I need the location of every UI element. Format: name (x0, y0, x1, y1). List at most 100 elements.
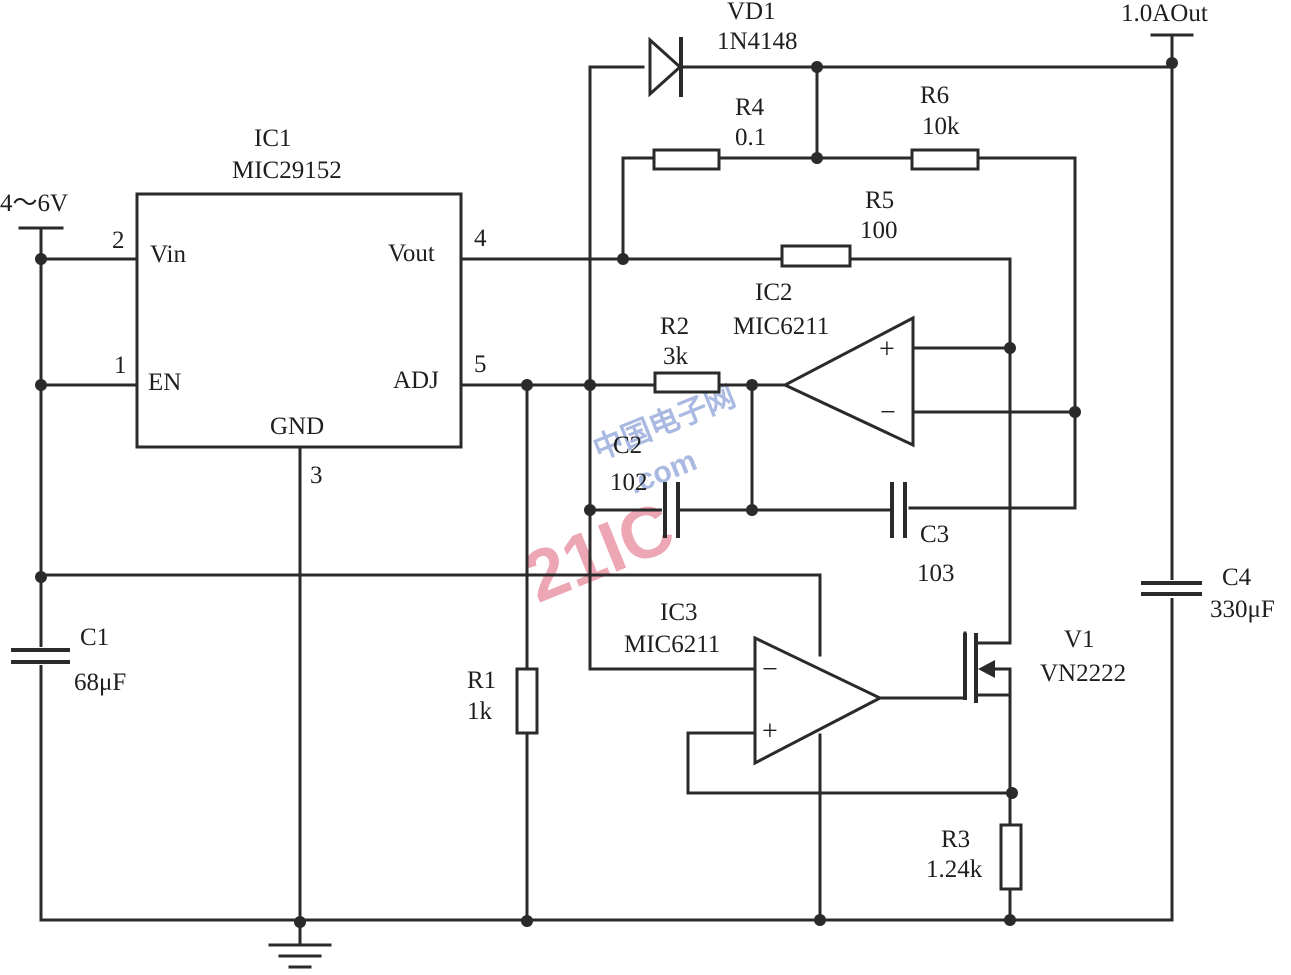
ic3-part: MIC6211 (624, 631, 720, 658)
r5-body (780, 244, 852, 268)
r3-ref: R3 (941, 826, 970, 853)
ic1-pin-gnd-name: GND (270, 413, 324, 440)
c3-value: 103 (917, 560, 955, 587)
ic3-minus-sign: − (762, 654, 778, 685)
junction-dot (1069, 406, 1081, 418)
resistor-r1: R1 1k (467, 667, 539, 735)
ic2-minus-sign: − (880, 397, 896, 428)
vd1-ref: VD1 (727, 0, 776, 25)
wire-r6-right (908, 156, 1077, 510)
watermark: 21IC 中国电子网 .com (514, 380, 740, 618)
ic1-regulator: IC1 MIC29152 2 Vin 1 EN 4 Vout 5 ADJ GND… (112, 125, 487, 489)
ic1-pin-gnd-num: 3 (310, 462, 323, 489)
resistor-r4: R4 0.1 (652, 94, 766, 171)
wire-feedback-bus (588, 65, 757, 671)
ic1-pin-vin-num: 2 (112, 227, 125, 254)
capacitor-c4: C4 330μF (1141, 564, 1275, 623)
opamp-ic3: − + IC3 MIC6211 (624, 599, 884, 766)
junction-dot (811, 152, 823, 164)
output-current-label: 1.0AOut (1121, 0, 1208, 27)
ic1-body (135, 192, 463, 449)
resistor-r5: R5 100 (780, 187, 898, 268)
junction-dot (584, 504, 596, 516)
c1-ref: C1 (80, 624, 109, 651)
junction-dot (617, 253, 629, 265)
wire-ic3-out (878, 631, 967, 700)
junction-dot (35, 571, 47, 583)
r5-value: 100 (860, 217, 898, 244)
input-voltage-label: 4～6V (0, 190, 68, 217)
junction-dot (1006, 787, 1018, 799)
mosfet-v1: V1 VN2222 (963, 626, 1126, 703)
junction-dot (1166, 57, 1178, 69)
r1-body (515, 667, 539, 735)
ic2-body (781, 315, 915, 448)
wire-r5-to-drain (848, 257, 1012, 642)
diode-vd1: VD1 1N4148 (648, 0, 798, 98)
junction-dot (521, 915, 533, 927)
r2-value: 3k (663, 343, 689, 370)
junction-dot (1004, 342, 1016, 354)
r2-ref: R2 (660, 313, 689, 340)
wire-source-bus (998, 667, 1012, 827)
r3-value: 1.24k (926, 856, 983, 883)
capacitor-c3: C3 103 (890, 482, 955, 587)
c2-value: 102 (610, 469, 648, 496)
c1-value: 68μF (74, 669, 126, 696)
ic3-ref: IC3 (660, 599, 698, 626)
wires (18, 33, 1194, 969)
r6-value: 10k (922, 113, 960, 140)
junction-dot (746, 504, 758, 516)
ic3-body (753, 635, 884, 766)
resistor-r3: R3 1.24k (926, 823, 1023, 891)
junction-dot (584, 379, 596, 391)
c4-ref: C4 (1222, 564, 1252, 591)
c3-ref: C3 (920, 521, 949, 548)
r4-body (652, 148, 721, 171)
ic2-ref: IC2 (755, 279, 793, 306)
ic1-pin-vin-name: Vin (150, 241, 186, 268)
capacitor-c2: C2 102 (610, 432, 680, 538)
v1-arrow (978, 660, 995, 678)
r6-body (910, 148, 980, 171)
r2-body (653, 371, 721, 394)
ic1-pin-en-num: 1 (114, 352, 127, 379)
r1-value: 1k (467, 698, 493, 725)
r1-ref: R1 (467, 667, 496, 694)
r5-ref: R5 (865, 187, 894, 214)
ic1-pin-vout-num: 4 (474, 225, 487, 252)
junction-dot (35, 253, 47, 265)
resistor-r2: R2 3k (653, 313, 721, 394)
ground-rail (39, 593, 1174, 922)
diode-vd1-body (648, 36, 683, 98)
junction-dot (521, 379, 533, 391)
vd1-part: 1N4148 (717, 28, 798, 55)
ic1-pin-adj-name: ADJ (393, 367, 439, 394)
c4-value: 330μF (1210, 596, 1275, 623)
ic3-plus-sign: + (762, 716, 778, 747)
r6-ref: R6 (920, 82, 949, 109)
capacitor-c1: C1 68μF (11, 624, 126, 696)
junction-dot (35, 379, 47, 391)
r4-value: 0.1 (735, 124, 766, 151)
ic2-plus-sign: + (879, 334, 895, 365)
junction-dot (294, 916, 306, 928)
opamp-ic2: + − IC2 MIC6211 (733, 279, 915, 448)
junction-dot (814, 914, 826, 926)
ic1-pin-vout-name: Vout (388, 240, 435, 267)
resistor-r6: R6 10k (910, 82, 980, 171)
junction-dot (1004, 914, 1016, 926)
ic1-ref: IC1 (254, 125, 292, 152)
ic2-part: MIC6211 (733, 313, 829, 340)
r3-body (999, 823, 1023, 891)
junctions (35, 57, 1178, 928)
c2-ref: C2 (613, 432, 642, 459)
ic1-pin-en-name: EN (148, 369, 181, 396)
junction-dot (746, 379, 758, 391)
ic1-part: MIC29152 (232, 157, 342, 184)
r4-ref: R4 (735, 94, 765, 121)
ic1-pin-adj-num: 5 (474, 351, 487, 378)
wire-r4-left (621, 156, 656, 261)
